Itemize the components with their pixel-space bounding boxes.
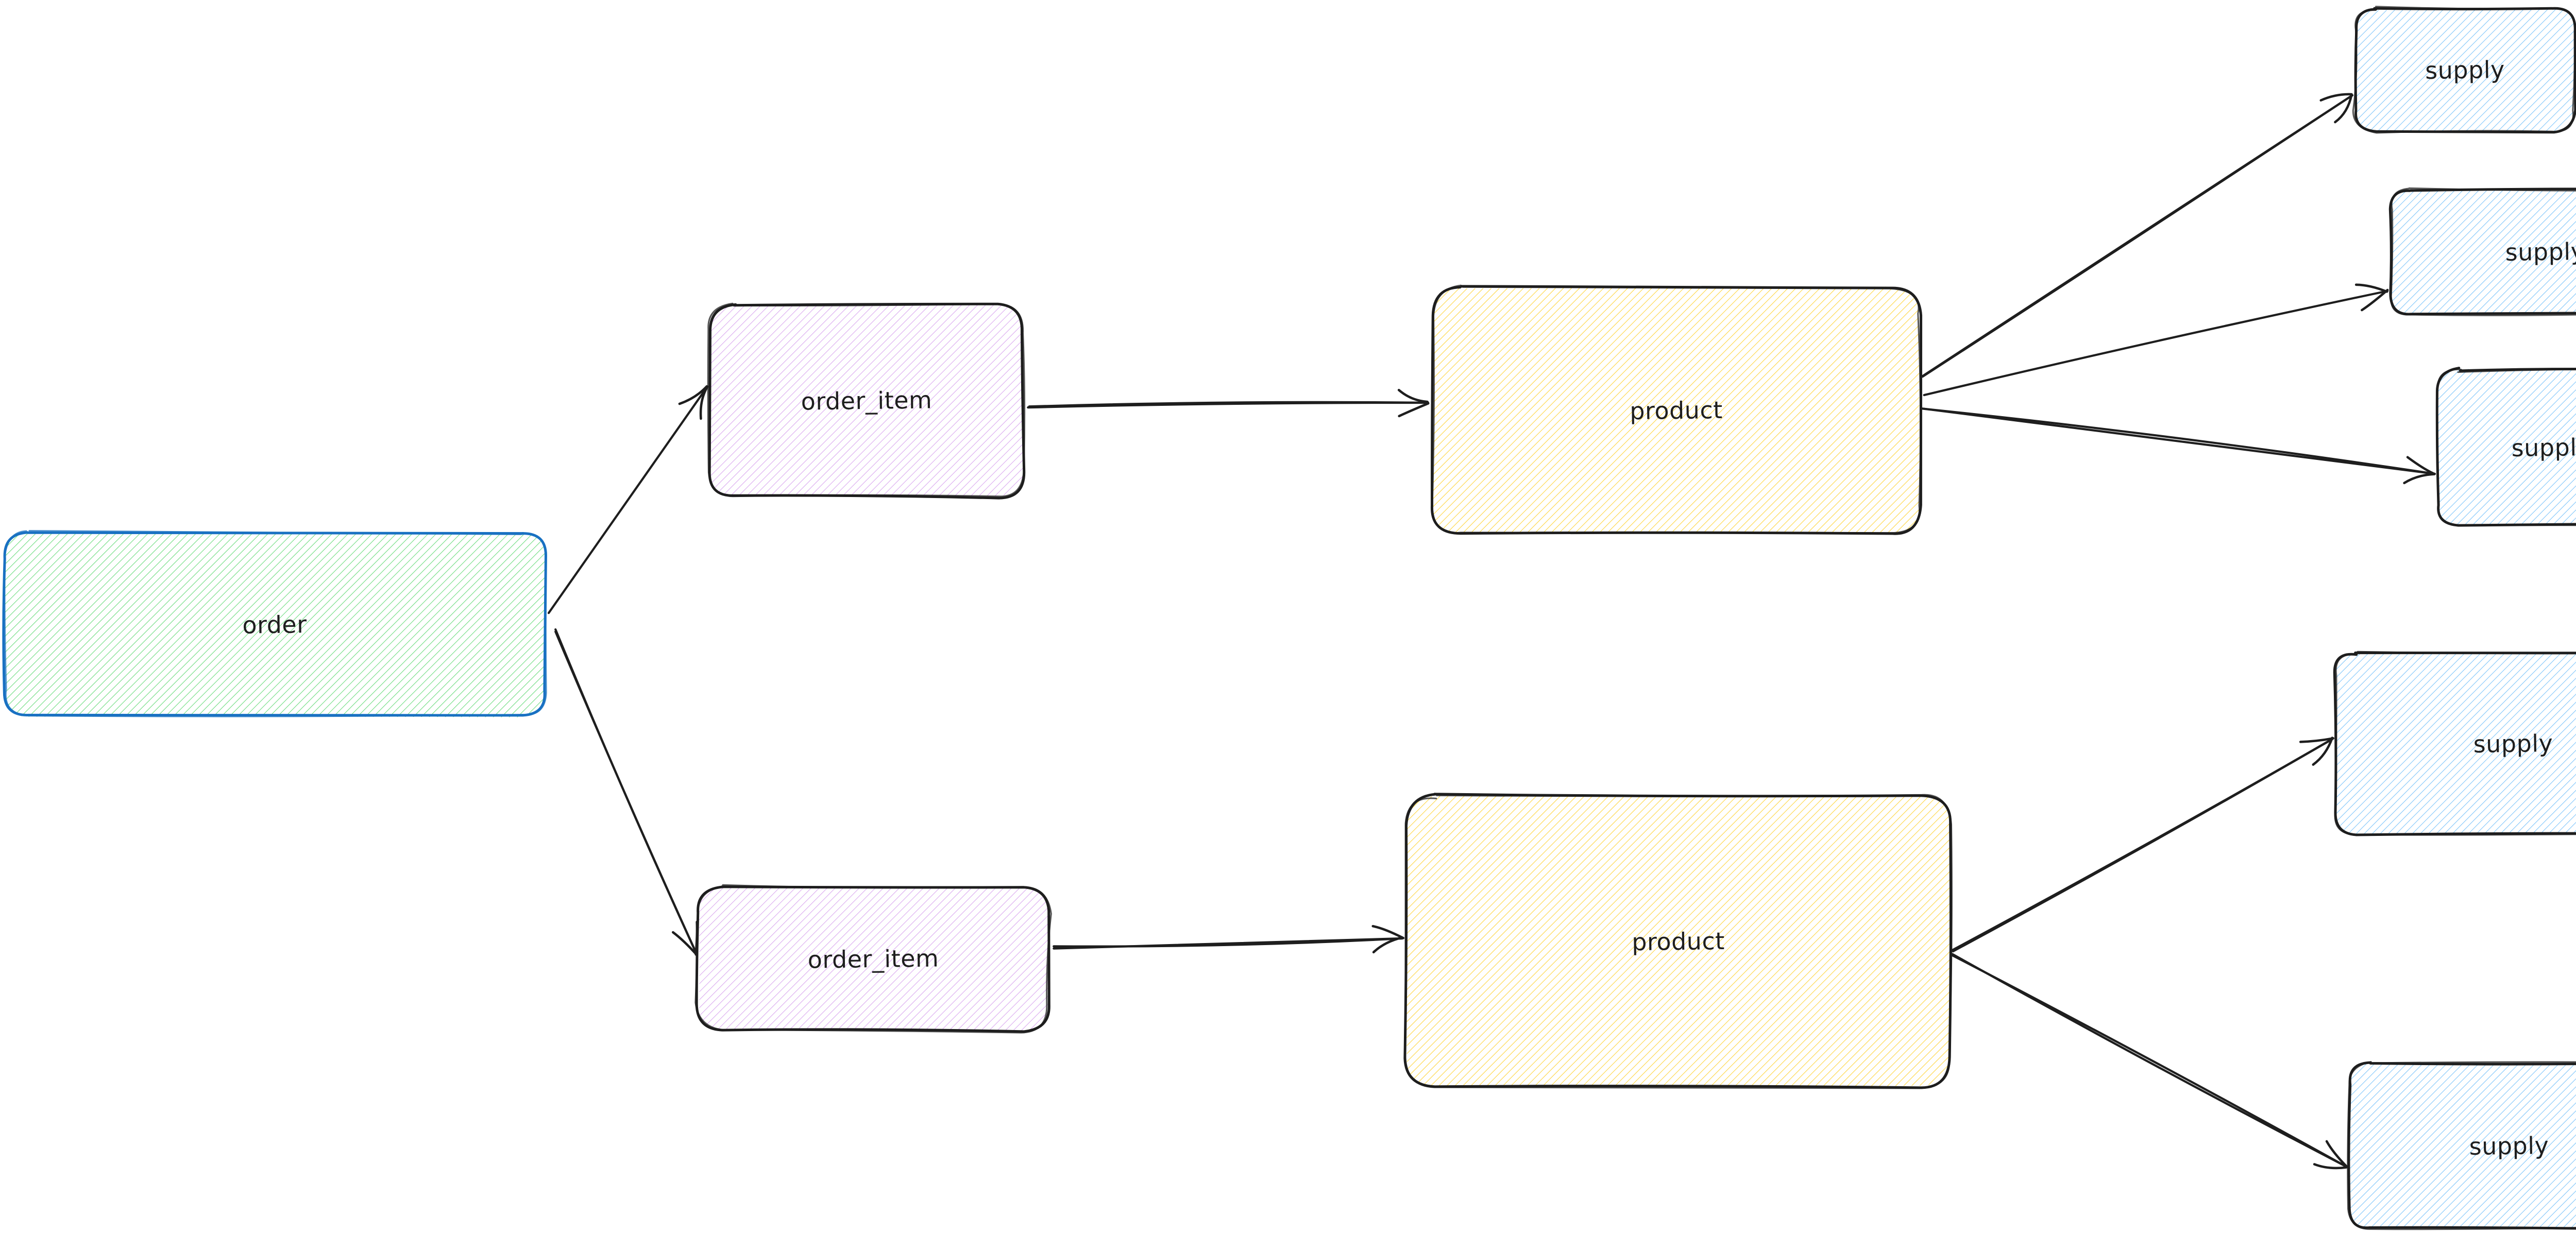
node-hit-order_item_2[interactable] <box>698 887 1048 1030</box>
node-outline <box>1431 284 1922 534</box>
node-hit-product_2[interactable] <box>1406 796 1950 1087</box>
node-outline <box>2390 187 2576 316</box>
node-fill <box>2389 190 2576 315</box>
node-hit-supply_2[interactable] <box>2391 190 2576 314</box>
node-outline <box>707 302 1026 498</box>
arrowhead-stroke <box>1371 924 1405 939</box>
node-outline <box>2352 6 2576 134</box>
arrowhead-stroke <box>2334 93 2353 124</box>
arrowhead-stroke <box>699 385 709 420</box>
edge-product_1-to-supply_3[interactable] <box>1921 407 2436 485</box>
edge-order-to-order_item_1[interactable] <box>547 385 709 614</box>
node-fill <box>699 887 1049 1031</box>
edges-layer <box>547 93 2436 1170</box>
arrowhead-stroke <box>2299 737 2335 743</box>
node-order[interactable] <box>2 529 547 717</box>
edge-product_2-to-supply_4[interactable] <box>1951 737 2335 953</box>
node-outline <box>2436 368 2576 526</box>
node-outline <box>2347 1061 2576 1230</box>
edge-stroke <box>1923 289 2389 397</box>
arrowhead-stroke <box>2403 473 2436 485</box>
node-outline <box>1404 794 1953 1089</box>
node-outline <box>4 529 547 717</box>
arrowhead-stroke <box>1372 936 1404 954</box>
node-hit-order_item_1[interactable] <box>710 305 1023 496</box>
node-supply_3[interactable] <box>2435 367 2576 527</box>
arrowhead-stroke <box>2313 1163 2348 1170</box>
node-product_1[interactable] <box>1431 284 1923 535</box>
node-fill <box>3 532 547 717</box>
node-fill <box>2355 8 2576 132</box>
node-supply_5[interactable] <box>2347 1061 2576 1230</box>
nodes-layer <box>2 6 2576 1230</box>
edge-product_1-to-supply_2[interactable] <box>1923 283 2389 397</box>
node-fill <box>2437 369 2576 526</box>
node-supply_2[interactable] <box>2388 187 2576 316</box>
node-order_item_1[interactable] <box>707 302 1026 500</box>
edge-stroke <box>1028 401 1430 408</box>
node-fill <box>2348 1063 2576 1229</box>
arrowhead-stroke <box>1397 389 1429 403</box>
node-hit-supply_5[interactable] <box>2349 1064 2576 1228</box>
edge-product_2-to-supply_5[interactable] <box>1951 953 2348 1170</box>
node-hit-product_1[interactable] <box>1432 287 1920 534</box>
node-fill <box>2335 652 2576 835</box>
edge-order-to-order_item_2[interactable] <box>554 628 699 956</box>
node-order_item_2[interactable] <box>694 884 1052 1034</box>
node-fill <box>1406 795 1952 1088</box>
node-outline <box>2388 187 2576 316</box>
edge-stroke <box>1951 953 2348 1168</box>
node-hit-order[interactable] <box>4 533 545 716</box>
arrowhead-stroke <box>671 931 698 956</box>
node-hit-supply_1[interactable] <box>2355 9 2574 131</box>
node-outline <box>694 884 1052 1034</box>
edge-stroke <box>1921 407 2436 475</box>
arrowhead-stroke <box>2319 93 2353 102</box>
arrowhead-stroke <box>2325 1140 2348 1168</box>
node-supply_1[interactable] <box>2352 6 2576 134</box>
arrowhead-stroke <box>2312 737 2334 766</box>
edge-stroke <box>547 386 708 614</box>
edge-stroke <box>1921 407 2436 475</box>
edge-stroke <box>1053 937 1404 948</box>
node-fill <box>710 304 1024 496</box>
arrowhead-stroke <box>2406 456 2435 475</box>
edge-stroke <box>554 628 698 955</box>
node-outline <box>2347 1061 2576 1230</box>
edge-order_item_1-to-product_1[interactable] <box>1027 389 1430 418</box>
edge-order_item_2-to-product_2[interactable] <box>1053 924 1405 954</box>
node-fill <box>1431 286 1920 535</box>
edge-stroke <box>1920 94 2354 378</box>
node-hit-supply_4[interactable] <box>2335 653 2576 834</box>
arrowhead-stroke <box>2354 283 2388 293</box>
arrowhead-stroke <box>1398 402 1430 418</box>
edge-stroke <box>1952 738 2334 953</box>
edge-product_1-to-supply_1[interactable] <box>1920 93 2354 378</box>
node-hit-supply_3[interactable] <box>2438 370 2576 525</box>
node-supply_4[interactable] <box>2333 650 2576 836</box>
arrowhead-stroke <box>678 385 708 405</box>
node-outline <box>2334 650 2576 836</box>
node-product_2[interactable] <box>1403 793 1953 1089</box>
